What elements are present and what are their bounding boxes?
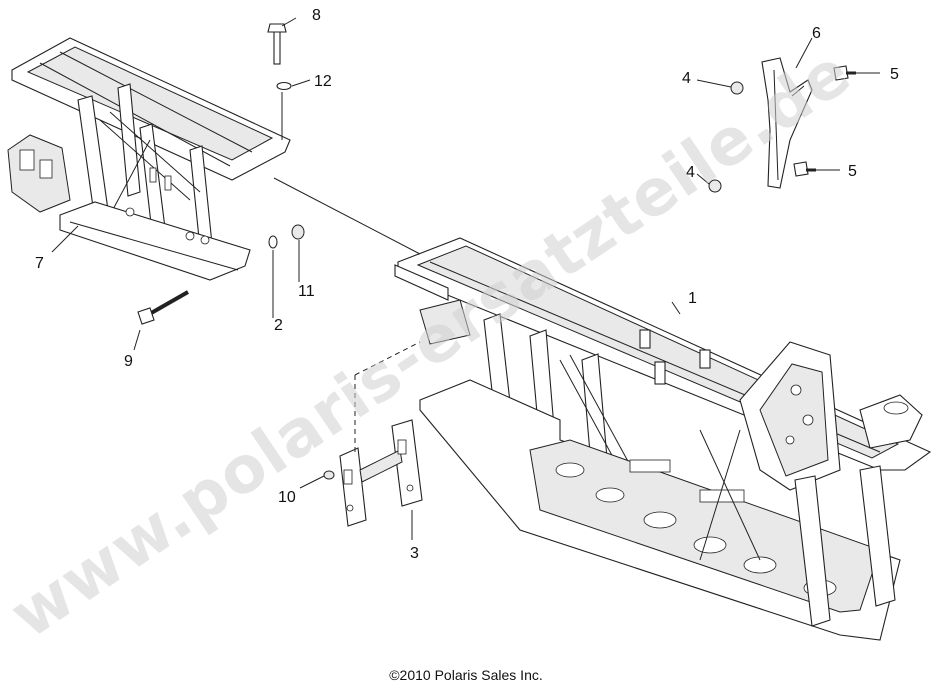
bolt-part-5-upper bbox=[833, 65, 856, 81]
nut-part-10 bbox=[323, 470, 335, 480]
callout-6: 6 bbox=[812, 25, 821, 42]
callout-5-upper: 5 bbox=[890, 66, 899, 83]
callout-3: 3 bbox=[410, 545, 419, 562]
washer-part-2 bbox=[268, 235, 278, 249]
callout-1: 1 bbox=[688, 290, 697, 307]
callout-12: 12 bbox=[314, 73, 332, 90]
callout-7: 7 bbox=[35, 255, 44, 272]
callout-11: 11 bbox=[298, 283, 315, 300]
rear-subframe bbox=[7, 37, 291, 281]
callout-9: 9 bbox=[124, 353, 133, 370]
main-frame bbox=[394, 237, 932, 641]
bracket-part-3 bbox=[339, 419, 423, 527]
leader-lines bbox=[51, 17, 880, 540]
bolt-part-9 bbox=[137, 290, 189, 325]
callout-2: 2 bbox=[274, 317, 283, 334]
bolt-part-8 bbox=[267, 23, 287, 65]
callout-10: 10 bbox=[278, 489, 296, 506]
nut-part-4-upper bbox=[730, 81, 744, 95]
callout-4-upper: 4 bbox=[682, 70, 691, 87]
callout-8: 8 bbox=[312, 7, 321, 24]
copyright-text: ©2010 Polaris Sales Inc. bbox=[389, 667, 543, 683]
callout-4-lower: 4 bbox=[686, 164, 695, 181]
nut-part-4-lower bbox=[708, 179, 722, 193]
callout-5-lower: 5 bbox=[848, 163, 857, 180]
bracket-part-6 bbox=[761, 57, 813, 189]
washer-part-12 bbox=[276, 81, 292, 91]
bolt-part-5-lower bbox=[793, 161, 816, 177]
nut-part-11 bbox=[291, 224, 305, 240]
